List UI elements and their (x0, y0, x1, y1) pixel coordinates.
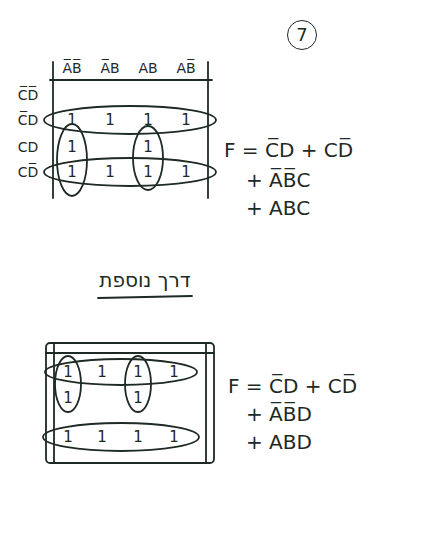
cell-value: 1 (105, 163, 115, 181)
expression-text: + A̅B̅C (246, 168, 310, 192)
column-header: A̅B̅ (62, 60, 81, 77)
column-header: A̅B (100, 60, 119, 77)
cell-value: 1 (143, 138, 153, 156)
grid-line (205, 343, 207, 463)
cell-value: 1 (97, 363, 107, 381)
cell-value: 1 (143, 111, 153, 129)
cell-value: 1 (67, 163, 77, 181)
group-loop (44, 158, 216, 186)
cell-value: 1 (133, 363, 143, 381)
cell-value: 1 (67, 111, 77, 129)
cell-value: 1 (63, 389, 73, 407)
circled-number: 7 (287, 20, 317, 50)
row-header: CD̅ (18, 164, 39, 181)
row-header: C̅D (18, 112, 39, 129)
cell-value: 1 (67, 138, 77, 156)
expression-text: F = C̅D + CD̅ (228, 374, 357, 398)
group-loop (43, 423, 199, 451)
row-header: C̅D̅ (18, 87, 39, 104)
grid-frame (46, 343, 214, 463)
cell-value: 1 (105, 111, 115, 129)
group-loop (44, 106, 216, 134)
cell-value: 1 (143, 163, 153, 181)
group-loop (45, 359, 197, 385)
group-loop (125, 356, 151, 412)
expression-text: דרך נוספת (99, 268, 190, 292)
grid-line (46, 352, 214, 354)
cell-value: 1 (133, 428, 143, 446)
node-text: 7 (296, 26, 307, 44)
cell-value: 1 (63, 428, 73, 446)
expression-text: + ABD (246, 430, 312, 454)
expression-text: F = C̅D + CD̅ (224, 138, 353, 162)
cell-value: 1 (181, 163, 191, 181)
expression-text: + A̅B̅D (246, 402, 312, 426)
cell-value: 1 (97, 428, 107, 446)
cell-value: 1 (133, 389, 143, 407)
cell-value: 1 (169, 428, 179, 446)
cell-value: 1 (181, 111, 191, 129)
column-header: AB̅ (176, 60, 195, 77)
underline (98, 296, 192, 298)
group-loop (133, 126, 163, 190)
header-rule (50, 79, 212, 81)
cell-value: 1 (63, 363, 73, 381)
cell-value: 1 (169, 363, 179, 381)
row-header: CD (18, 139, 39, 156)
column-header: AB (138, 60, 157, 77)
group-loop (57, 124, 87, 196)
expression-text: + ABC (246, 196, 310, 220)
group-loop (55, 356, 81, 412)
